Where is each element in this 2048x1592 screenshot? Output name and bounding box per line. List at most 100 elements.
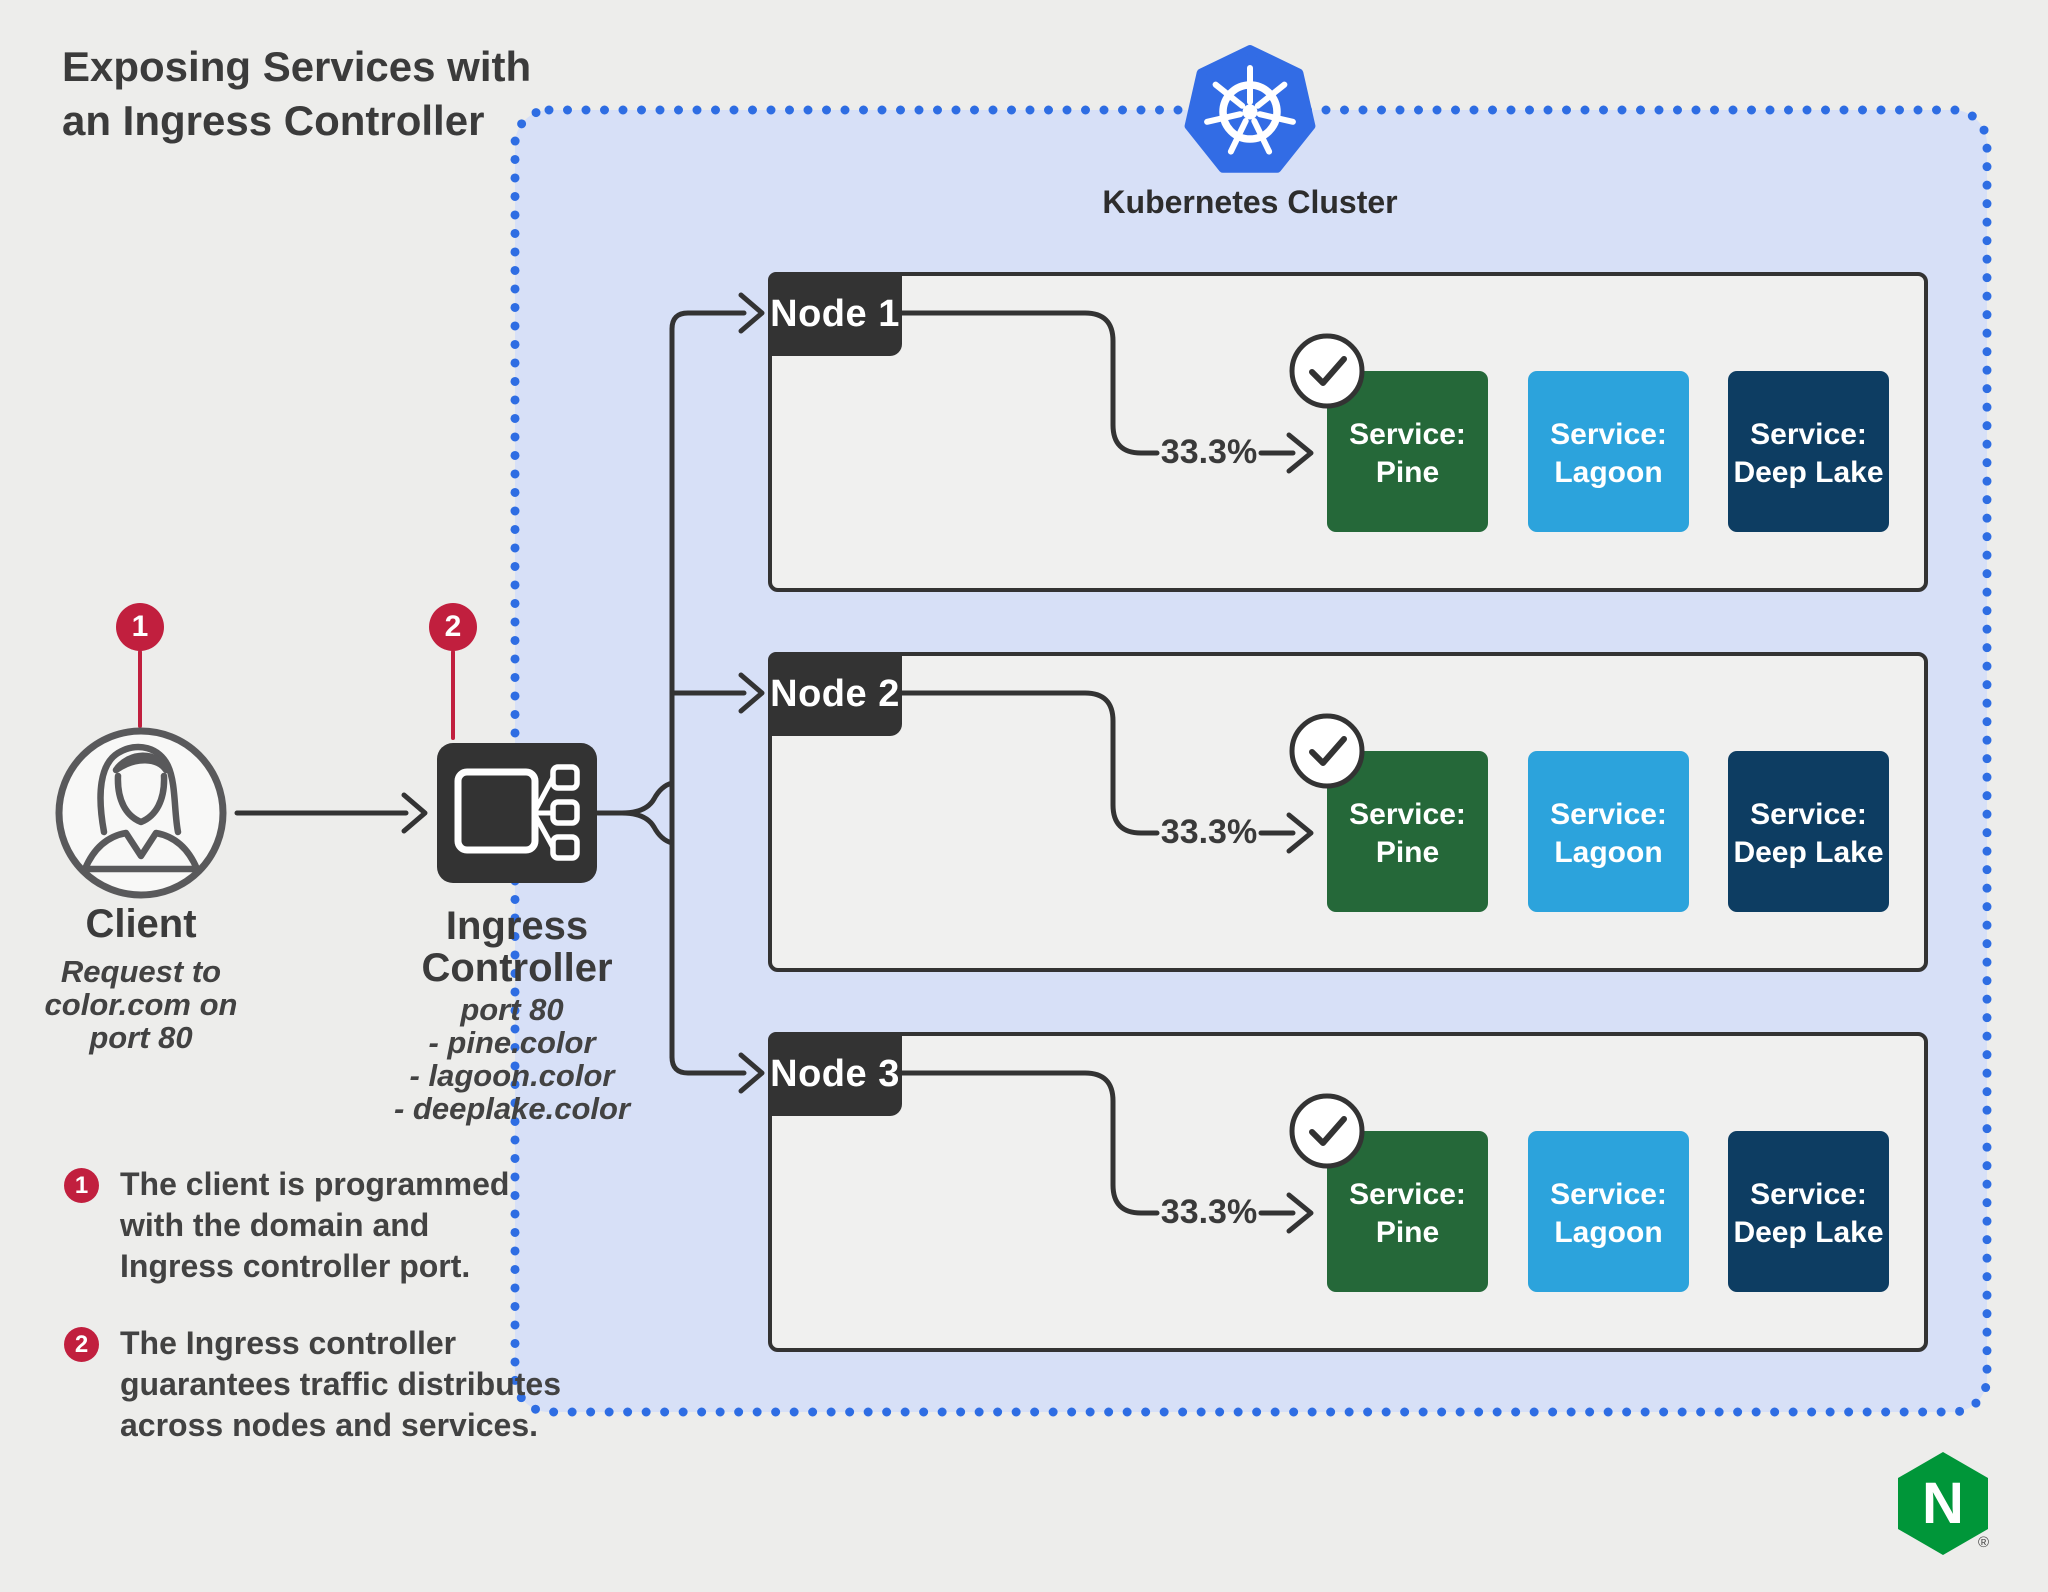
service-label: Service: [1349,797,1466,831]
ingress-sub-line: - deeplake.color [393,1091,631,1126]
client-sub-line: Request to [60,954,222,989]
ingress-label-line-1: Ingress [445,904,589,948]
service-name: Lagoon [1554,455,1663,489]
note-2-badge: 2 [64,1327,99,1362]
kubernetes-helm-ring [1219,81,1281,143]
service-name: Lagoon [1554,1215,1663,1249]
node2-arrowhead-icon [738,672,765,714]
client-sub-line: port 80 [89,1020,193,1055]
node3-arrowhead-icon [738,1052,765,1094]
ingress-controller-icon [437,743,597,883]
node-1-label: Node 1 [770,292,900,335]
ingress-domains-caption: port 80 - pine.color - lagoon.color - de… [362,993,662,1125]
trunk-branch-node3 [669,1054,747,1076]
note-line: Ingress controller port. [120,1248,471,1284]
client-request-caption: Request to color.com on port 80 [0,955,282,1054]
node1-elbow-line [899,310,1160,456]
step-2-badge: 2 [429,603,477,651]
node-1-connectors [899,310,1365,474]
note-line: across nodes and services. [120,1407,538,1443]
note-line: The client is programmed [120,1166,510,1202]
service-name: Pine [1375,835,1440,869]
service-label: Service: [1349,1177,1466,1211]
ingress-controller-label: Ingress Controller [392,905,642,989]
note-1-text: The client is programmed with the domain… [120,1164,680,1287]
service-pine-box: Service: Pine [1327,1131,1488,1292]
client-fringe [112,752,170,774]
service-label: Service: [1750,417,1867,451]
note-2-text: The Ingress controller guarantees traffi… [120,1323,680,1446]
node-3-label: Node 3 [770,1052,900,1095]
node-3-tab: Node 3 [768,1032,902,1116]
page-title: Exposing Services with an Ingress Contro… [62,40,531,148]
title-line-1: Exposing Services with [62,43,532,90]
ingress-sub-line: port 80 [460,992,564,1027]
note-line: guarantees traffic distributes [120,1366,561,1402]
client-sub-line: color.com on [44,987,238,1022]
service-label: Service: [1550,417,1667,451]
cluster-label: Kubernetes Cluster [1102,184,1398,220]
node1-percent-arrowhead-icon [1286,432,1314,474]
node-1-percent-label: 33.3% [1160,433,1258,471]
service-label: Service: [1349,417,1466,451]
service-lagoon-box: Service: Lagoon [1528,371,1689,532]
node3-percent-arrowhead-icon [1286,1192,1314,1234]
note-line: The Ingress controller [120,1325,457,1361]
service-deeplake-box: Service: Deep Lake [1728,1131,1889,1292]
node-1-box: Node 1 Service: Pine Service: Lagoon Ser… [768,272,1928,592]
client-shoulders [81,829,201,873]
node-2-box: Node 2 Service: Pine Service: Lagoon Ser… [768,652,1928,972]
node3-check-circle-icon [1289,1093,1365,1169]
service-name: Pine [1375,1215,1440,1249]
note-1-badge: 1 [64,1168,99,1203]
nginx-registered-mark: ® [1978,1534,1990,1551]
client-label: Client [85,902,197,946]
ingress-routing-glyph [454,764,580,861]
node-2-tab: Node 2 [768,652,902,736]
node2-checkmark-icon [1309,736,1347,766]
ingress-label-line-2: Controller [421,946,613,990]
node-2-connectors [899,690,1365,854]
node2-elbow-line [899,690,1160,836]
service-lagoon-box: Service: Lagoon [1528,751,1689,912]
note-line: with the domain and [120,1207,430,1243]
service-name: Deep Lake [1733,835,1884,869]
trunk-brace-lower [595,810,675,846]
node3-elbow-line [899,1070,1160,1216]
nginx-logo-icon [1898,1452,1988,1555]
step-1-badge: 1 [116,603,164,651]
service-lagoon-box: Service: Lagoon [1528,1131,1689,1292]
client-hair-outline [97,743,182,836]
node-3-connectors [899,1070,1365,1234]
client-face-outline [114,772,168,826]
node-2-label: Node 2 [770,672,900,715]
service-label: Service: [1550,797,1667,831]
node1-check-circle-icon [1289,333,1365,409]
service-label: Service: [1550,1177,1667,1211]
ingress-sub-line: - lagoon.color [409,1058,615,1093]
node2-check-circle-icon [1289,713,1365,789]
kubernetes-helm-hub [1242,104,1258,120]
node3-checkmark-icon [1309,1116,1347,1146]
service-name: Deep Lake [1733,455,1884,489]
kubernetes-logo-icon [1184,45,1316,173]
client-person-icon [55,727,227,899]
client-to-ingress-arrowhead-icon [401,792,428,834]
trunk-branch-node1 [669,310,747,332]
service-pine-box: Service: Pine [1327,751,1488,912]
nginx-letter: N [1922,1471,1964,1536]
trunk-brace-upper [595,780,675,816]
service-name: Pine [1375,455,1440,489]
ingress-sub-line: - pine.color [428,1025,596,1060]
node-2-percent-label: 33.3% [1160,813,1258,851]
service-label: Service: [1750,1177,1867,1211]
service-name: Deep Lake [1733,1215,1884,1249]
title-line-2: an Ingress Controller [62,97,485,144]
node1-checkmark-icon [1309,356,1347,386]
service-deeplake-box: Service: Deep Lake [1728,371,1889,532]
service-label: Service: [1750,797,1867,831]
node-3-percent-label: 33.3% [1160,1193,1258,1231]
node-1-tab: Node 1 [768,272,902,356]
